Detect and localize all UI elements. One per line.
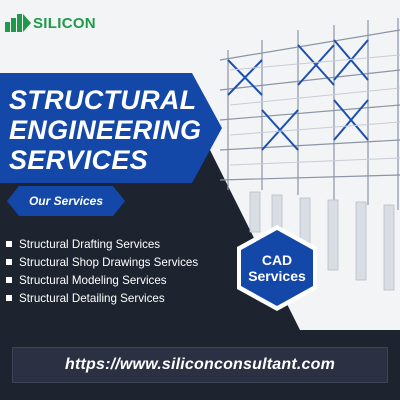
title-banner: STRUCTURAL ENGINEERING SERVICES — [0, 73, 228, 183]
list-item: Structural Detailing Services — [6, 289, 198, 307]
company-logo[interactable]: SILICON — [5, 14, 96, 32]
list-item: Structural Drafting Services — [6, 235, 198, 253]
title-line-1: STRUCTURAL — [9, 85, 197, 115]
website-url-link[interactable]: https://www.siliconconsultant.com — [64, 356, 336, 373]
bullet-icon — [6, 259, 12, 265]
list-item: Structural Shop Drawings Services — [6, 253, 198, 271]
service-label: Structural Modeling Services — [19, 273, 167, 287]
steel-structure-illustration — [219, 18, 400, 210]
silicon-logo-icon — [5, 14, 31, 32]
cad-badge-line-2: Services — [248, 268, 306, 284]
services-list: Structural Drafting Services Structural … — [6, 235, 198, 307]
services-tag-label: Our Services — [28, 194, 104, 208]
bullet-icon — [6, 295, 12, 301]
service-label: Structural Drafting Services — [19, 237, 161, 251]
service-label: Structural Detailing Services — [19, 291, 165, 305]
bullet-icon — [6, 277, 12, 283]
cad-services-badge: CAD Services — [232, 223, 322, 313]
service-label: Structural Shop Drawings Services — [19, 255, 199, 269]
hexagon-badge-shape — [237, 225, 317, 311]
title-line-2: ENGINEERING — [9, 115, 202, 145]
website-url-bar[interactable]: https://www.siliconconsultant.com — [12, 347, 388, 383]
list-item: Structural Modeling Services — [6, 271, 198, 289]
cad-badge-text: CAD Services — [232, 252, 322, 284]
cad-badge-line-1: CAD — [261, 252, 293, 268]
title-banner-shape — [0, 73, 222, 183]
our-services-tag: Our Services — [7, 186, 125, 216]
services-tag-shape — [7, 186, 125, 216]
bullet-icon — [6, 241, 12, 247]
page-title: STRUCTURAL ENGINEERING SERVICES — [9, 85, 201, 175]
title-line-3: SERVICES — [9, 145, 148, 175]
logo-text: SILICON — [33, 14, 96, 32]
